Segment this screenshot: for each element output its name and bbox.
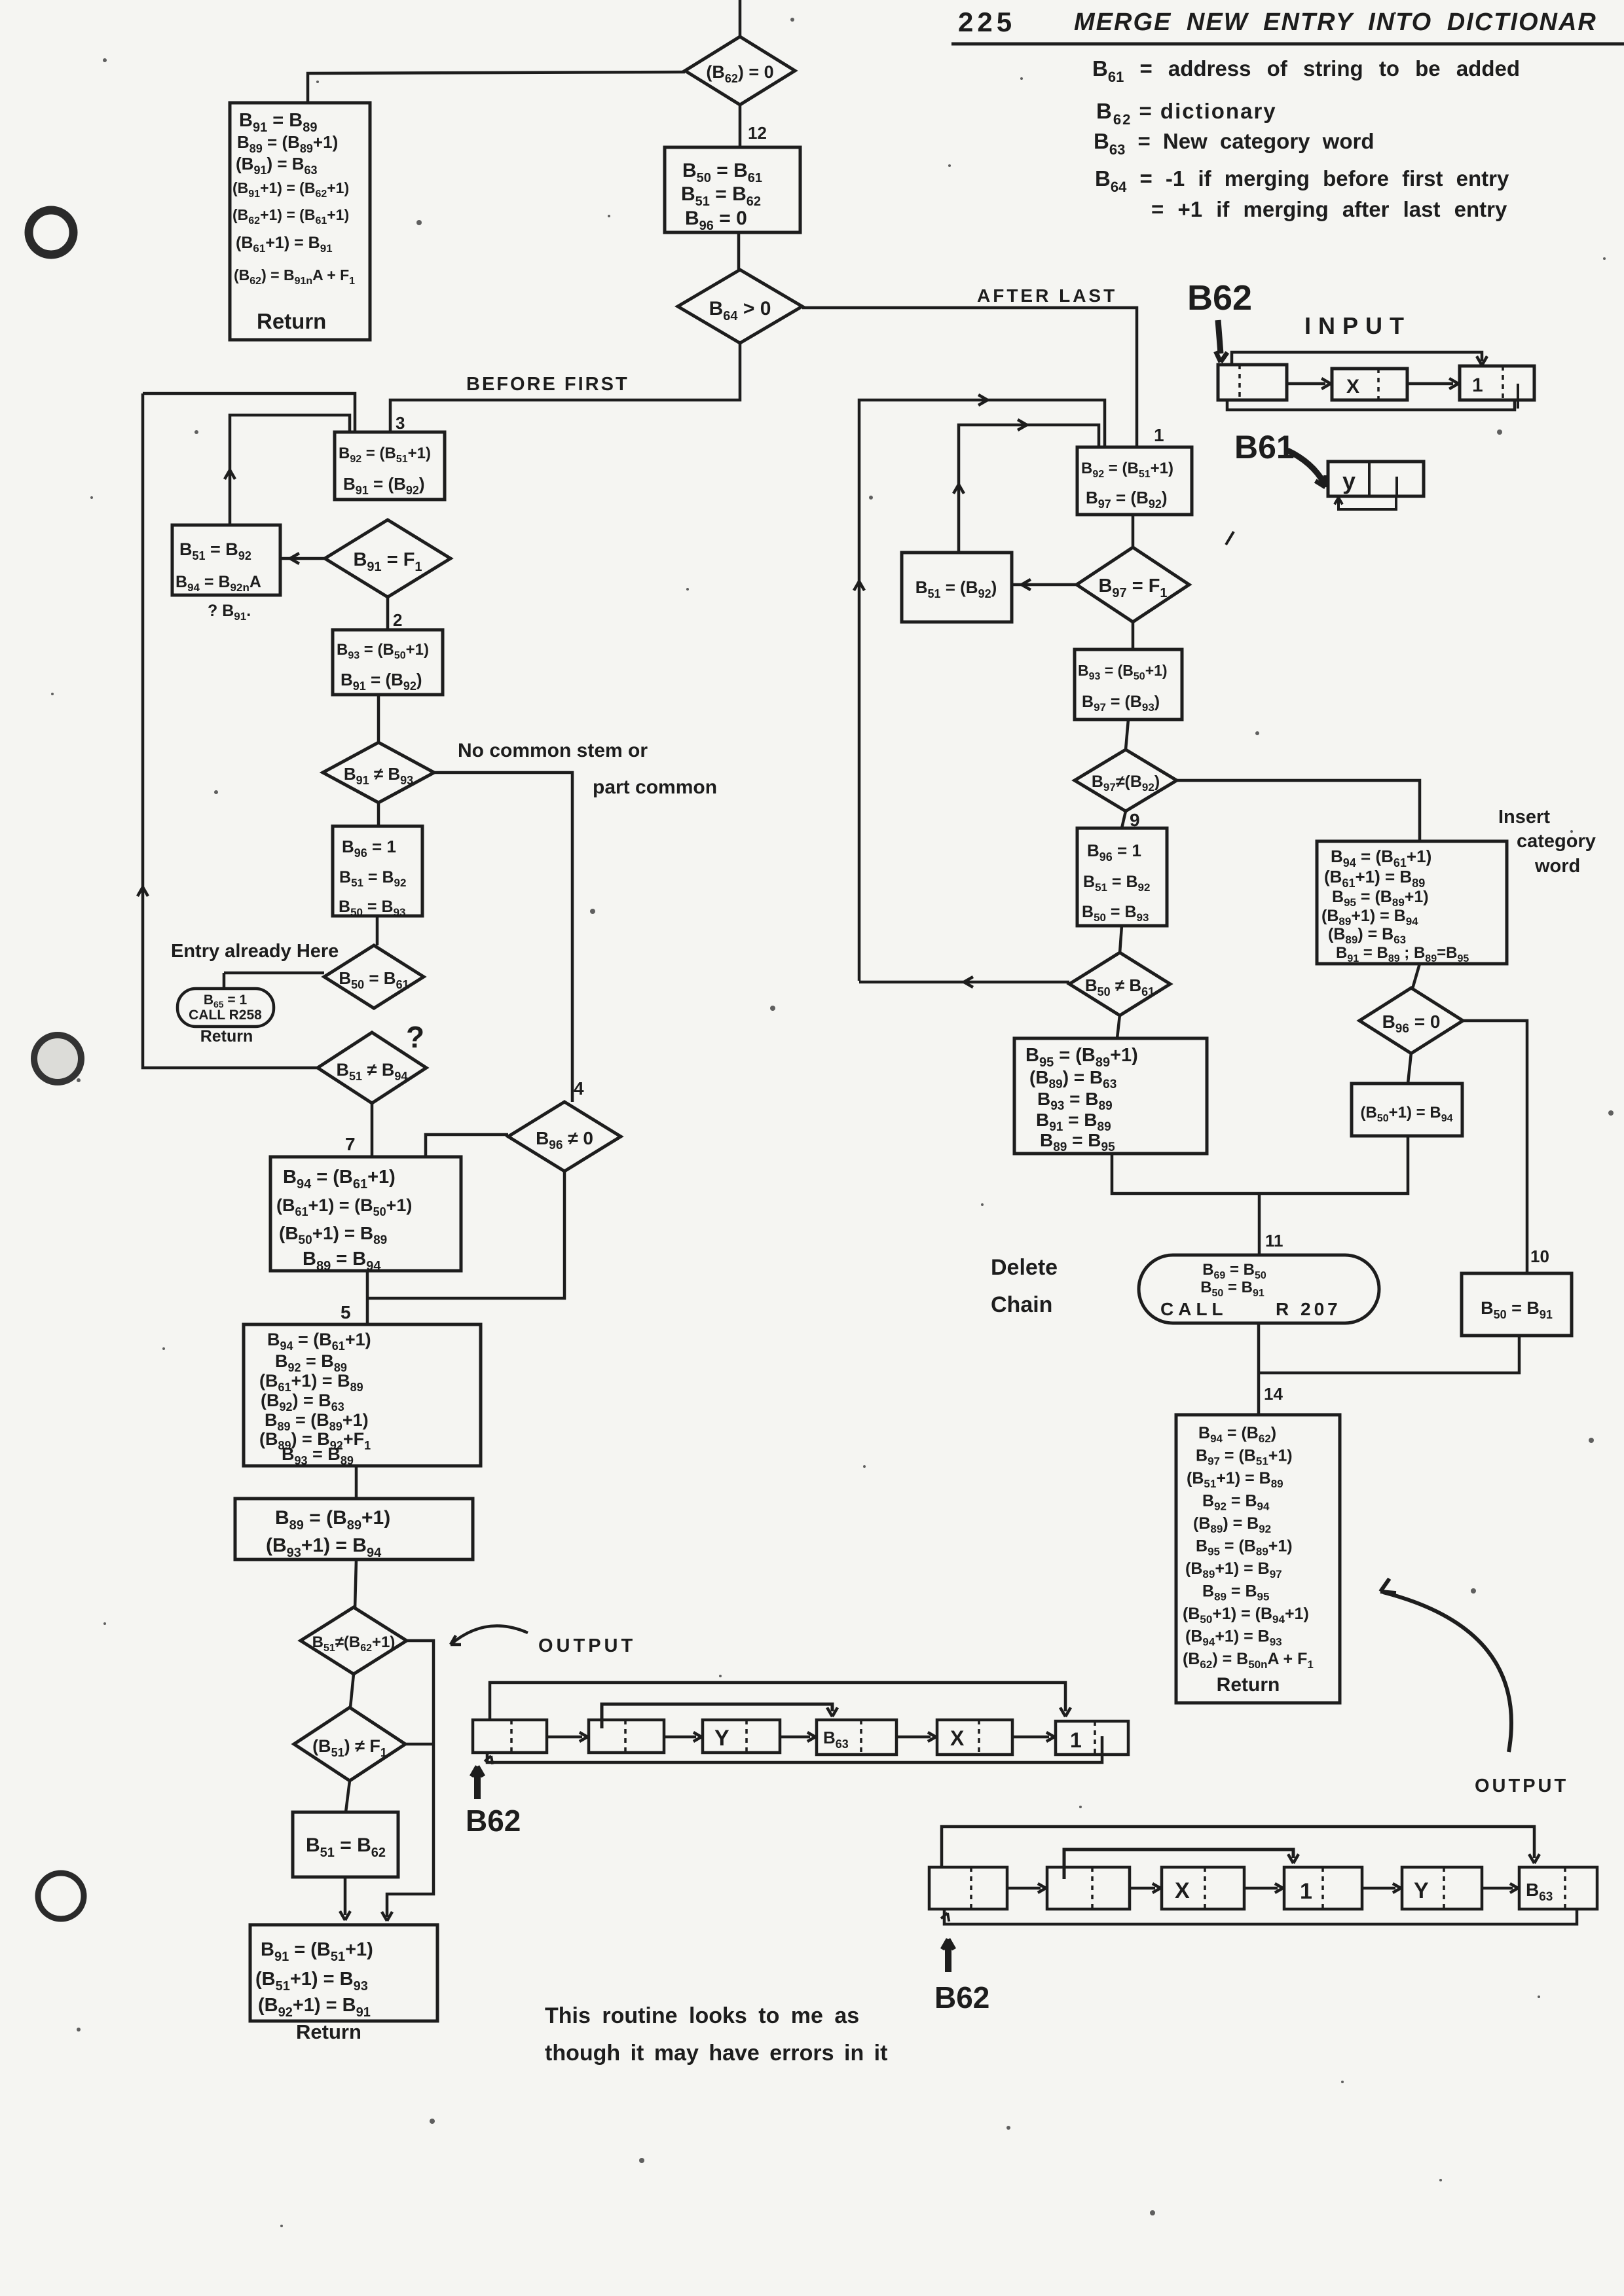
- svg-text:(B89​) = B92​+F1​: (B89​) = B92​+F1​: [259, 1429, 371, 1452]
- svg-text:AFTER LAST: AFTER LAST: [977, 285, 1117, 306]
- svg-text:B96​ = 1: B96​ = 1: [342, 837, 396, 860]
- svg-text:B91​ ≠ B93​: B91​ ≠ B93​: [344, 764, 413, 787]
- svg-text:(B92​+1) = B91​: (B92​+1) = B91​: [258, 1995, 371, 2020]
- svg-text:B93​ = B89​: B93​ = B89​: [1037, 1089, 1113, 1113]
- svg-text:(B51​) ≠ F1​: (B51​) ≠ F1​: [312, 1736, 387, 1759]
- svg-text:225: 225: [958, 7, 1016, 37]
- svg-text:(B51​+1) = B93​: (B51​+1) = B93​: [255, 1969, 368, 1994]
- svg-text:This routine looks to me as: This routine looks to me as: [545, 2003, 859, 2028]
- svg-text:X: X: [1346, 376, 1359, 397]
- svg-text:(B91​) = B63​: (B91​) = B63​: [236, 154, 318, 177]
- svg-text:Y: Y: [1414, 1878, 1429, 1903]
- svg-text:B91​ = B89​: B91​ = B89​: [1036, 1110, 1111, 1134]
- svg-text:Return: Return: [200, 1027, 253, 1046]
- svg-text:B91​ = F1​: B91​ = F1​: [353, 549, 422, 574]
- svg-text:B96​ = 0: B96​ = 0: [685, 208, 747, 233]
- svg-text:B96​ = 1: B96​ = 1: [1087, 841, 1141, 864]
- svg-text:B89​ = (B89​+1): B89​ = (B89​+1): [275, 1507, 390, 1533]
- svg-text:(B61​+1) = B91​: (B61​+1) = B91​: [236, 234, 333, 255]
- svg-text:(B89​+1) = B94​: (B89​+1) = B94​: [1321, 907, 1418, 928]
- svg-text:B65​ = 1: B65​ = 1: [204, 993, 248, 1010]
- svg-text:B62: B62: [1187, 278, 1252, 318]
- svg-text:(B61​+1) = (B50​+1): (B61​+1) = (B50​+1): [276, 1195, 412, 1218]
- svg-text:B50​ = B93​: B50​ = B93​: [1082, 903, 1149, 924]
- svg-text:1: 1: [1154, 425, 1164, 445]
- svg-text:B64​ = -1 if merging before: B64​ = -1 if merging before first entry: [1095, 166, 1509, 195]
- svg-text:B62: B62: [466, 1804, 521, 1838]
- svg-text:B63​ = New category word: B63​ = New category word: [1094, 129, 1375, 158]
- svg-text:though it may have errors i: though it may have errors in it: [545, 2041, 887, 2066]
- svg-text:category: category: [1517, 831, 1596, 852]
- svg-text:4: 4: [574, 1078, 584, 1099]
- svg-text:B96​ ≠ 0: B96​ ≠ 0: [536, 1128, 593, 1152]
- svg-text:Insert: Insert: [1498, 807, 1550, 828]
- svg-text:OUTPUT: OUTPUT: [538, 1635, 636, 1656]
- svg-text:Return: Return: [1217, 1674, 1280, 1696]
- svg-text:(B89​) = B63​: (B89​) = B63​: [1029, 1067, 1116, 1091]
- svg-text:OUTPUT: OUTPUT: [1475, 1776, 1568, 1796]
- svg-text:(B50​+1) = B89​: (B50​+1) = B89​: [279, 1223, 387, 1247]
- svg-text:(B89​) = B63​: (B89​) = B63​: [1328, 925, 1406, 946]
- svg-text:CALL: CALL: [1160, 1299, 1228, 1319]
- svg-text:1: 1: [1472, 374, 1483, 396]
- svg-text:(B61​+1) = B89​: (B61​+1) = B89​: [1324, 867, 1425, 890]
- svg-text:Y: Y: [714, 1726, 729, 1751]
- svg-text:INPUT: INPUT: [1304, 312, 1411, 339]
- svg-text:Return: Return: [257, 309, 326, 333]
- svg-text:y: y: [1342, 467, 1356, 494]
- svg-text:11: 11: [1265, 1231, 1283, 1250]
- svg-text:1: 1: [1300, 1879, 1312, 1904]
- svg-text:(B94​+1) = B93​: (B94​+1) = B93​: [1185, 1628, 1282, 1649]
- svg-text:B96​ = 0: B96​ = 0: [1382, 1011, 1441, 1036]
- svg-text:B61: B61: [1234, 429, 1295, 465]
- svg-text:No common stem or: No common stem or: [458, 740, 648, 761]
- svg-text:B64​ > 0: B64​ > 0: [709, 298, 771, 323]
- svg-text:(B51​+1) = B89​: (B51​+1) = B89​: [1187, 1469, 1283, 1490]
- svg-text:(B61​+1) = B89​: (B61​+1) = B89​: [259, 1371, 363, 1394]
- svg-text:B50​ = B61​: B50​ = B61​: [682, 160, 762, 185]
- svg-text:?: ?: [406, 1020, 424, 1054]
- svg-text:1: 1: [1070, 1728, 1082, 1752]
- svg-text:(B50​+1) = B94​: (B50​+1) = B94​: [1361, 1104, 1453, 1124]
- svg-text:CALL R258: CALL R258: [189, 1008, 262, 1023]
- svg-text:R 207: R 207: [1276, 1299, 1341, 1319]
- svg-text:3: 3: [396, 413, 405, 433]
- svg-text:(B92​) = B63​: (B92​) = B63​: [261, 1391, 344, 1413]
- svg-text:B97​ = F1​: B97​ = F1​: [1098, 575, 1167, 600]
- svg-text:B61​ = address of string to b: B61​ = address of string to be added: [1092, 56, 1520, 85]
- svg-text:Return: Return: [296, 2020, 361, 2043]
- svg-text:MERGE NEW ENTRY INTO DICTI: MERGE NEW ENTRY INTO DICTIONAR: [1074, 9, 1597, 36]
- svg-text:14: 14: [1264, 1384, 1283, 1404]
- svg-text:Chain: Chain: [991, 1292, 1052, 1317]
- svg-text:= +1 if merging after last e: = +1 if merging after last entry: [1151, 197, 1507, 221]
- svg-text:2: 2: [393, 610, 402, 630]
- svg-text:(B89​) = B92​: (B89​) = B92​: [1193, 1514, 1271, 1535]
- svg-text:B62: B62: [934, 1980, 989, 2014]
- svg-text:(B62​) = 0: (B62​) = 0: [706, 62, 773, 85]
- svg-text:B95​ = (B89​+1): B95​ = (B89​+1): [1196, 1537, 1293, 1558]
- svg-text:12: 12: [748, 123, 767, 143]
- svg-text:Entry already Here: Entry already Here: [171, 941, 339, 962]
- svg-text:part common: part common: [593, 776, 717, 798]
- svg-text:Delete: Delete: [991, 1255, 1058, 1280]
- svg-text:X: X: [950, 1726, 965, 1750]
- svg-text:BEFORE FIRST: BEFORE FIRST: [466, 374, 629, 395]
- svg-text:5: 5: [341, 1302, 351, 1322]
- svg-text:word: word: [1534, 856, 1580, 877]
- svg-text:(B89​+1) = B97​: (B89​+1) = B97​: [1185, 1559, 1282, 1580]
- svg-text:10: 10: [1530, 1247, 1549, 1266]
- svg-text:(B62​) = B50n​A + F1​: (B62​) = B50n​A + F1​: [1183, 1650, 1314, 1671]
- svg-text:7: 7: [345, 1134, 356, 1154]
- svg-text:9: 9: [1130, 810, 1140, 830]
- svg-text:(B93​+1) = B94​: (B93​+1) = B94​: [266, 1535, 382, 1560]
- svg-text:X: X: [1175, 1878, 1190, 1903]
